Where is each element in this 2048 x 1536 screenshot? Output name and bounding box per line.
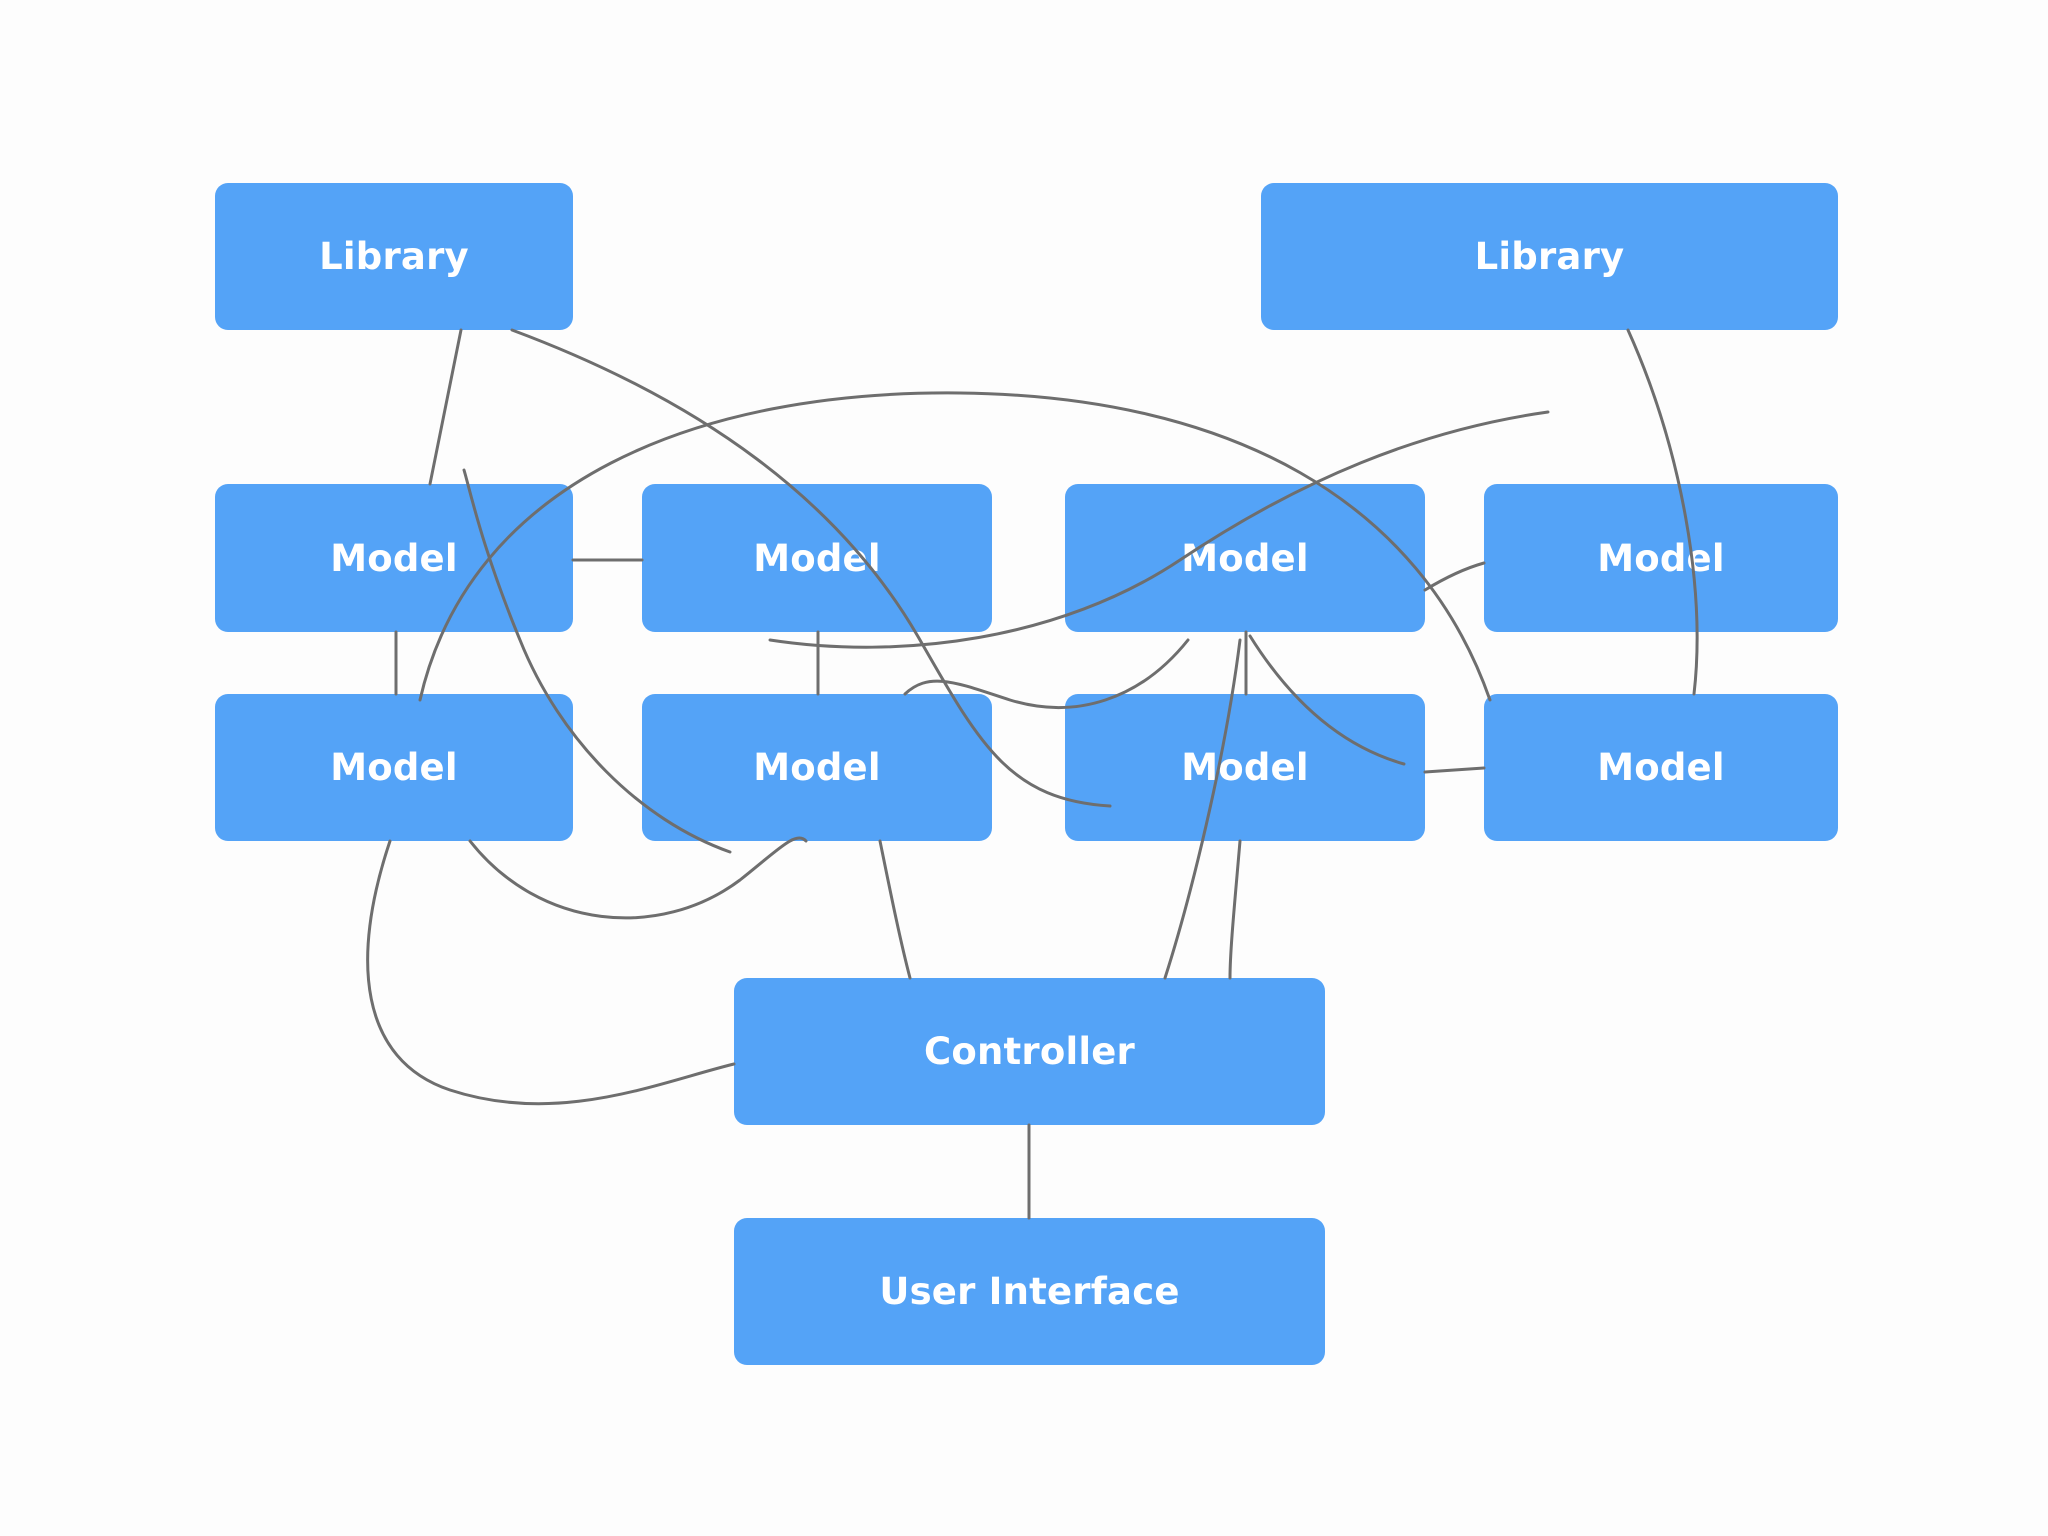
node-model-row1-col1[interactable]: Model [215,484,573,632]
node-library-left[interactable]: Library [215,183,573,330]
node-controller[interactable]: Controller [734,978,1325,1125]
node-user-interface[interactable]: User Interface [734,1218,1325,1365]
node-model-row2-col1[interactable]: Model [215,694,573,841]
node-label: Model [753,746,881,789]
node-label: Model [1597,536,1725,580]
node-model-row2-col4[interactable]: Model [1484,694,1838,841]
node-model-row1-col4[interactable]: Model [1484,484,1838,632]
node-label: Model [753,536,881,580]
node-label: Controller [924,1030,1135,1073]
node-label: Model [1597,746,1725,789]
node-model-row1-col2[interactable]: Model [642,484,992,632]
node-label: User Interface [879,1270,1180,1313]
node-library-right[interactable]: Library [1261,183,1838,330]
node-label: Library [1474,235,1625,278]
node-model-row1-col3[interactable]: Model [1065,484,1425,632]
node-label: Model [1181,746,1309,789]
node-label: Library [319,235,469,278]
node-label: Model [330,746,458,789]
node-label: Model [1181,536,1309,580]
node-label: Model [330,536,458,580]
node-model-row2-col3[interactable]: Model [1065,694,1425,841]
node-model-row2-col2[interactable]: Model [642,694,992,841]
